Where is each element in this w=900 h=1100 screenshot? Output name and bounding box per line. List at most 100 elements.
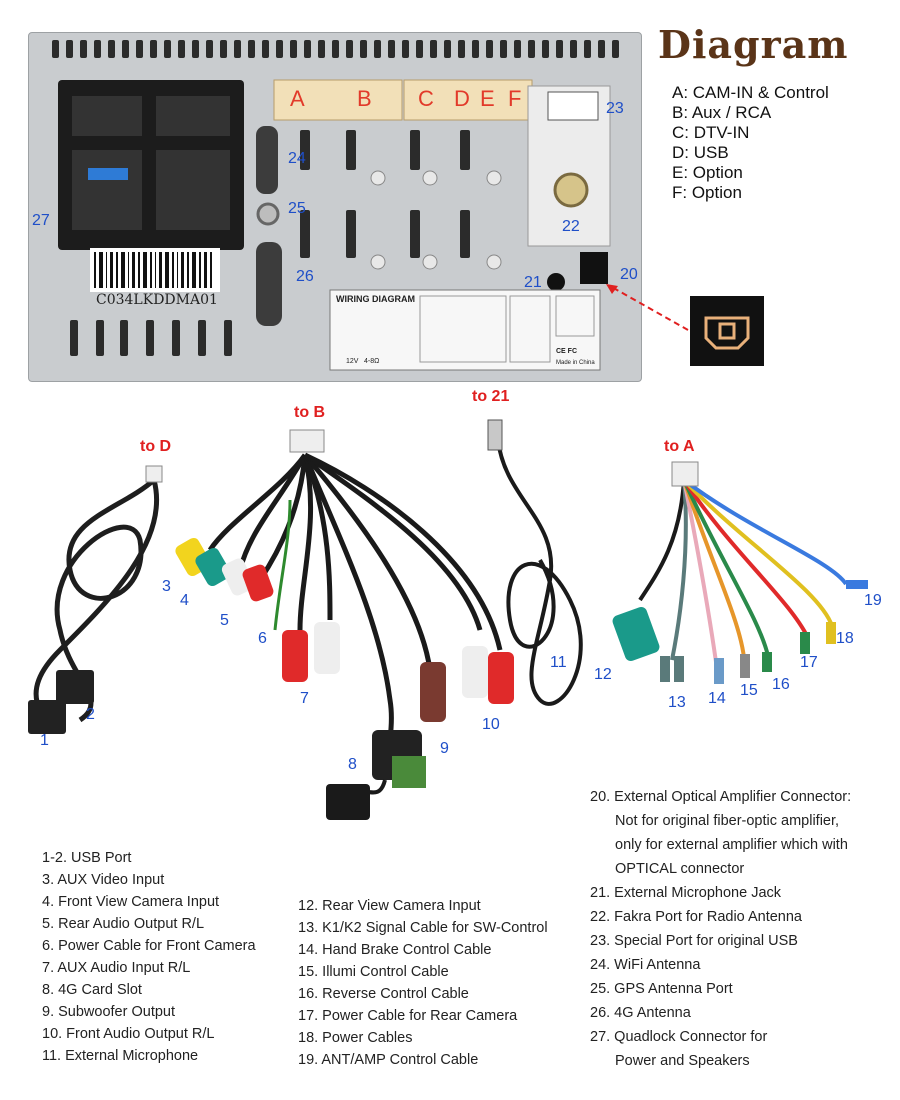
callout-1: 1 (40, 732, 49, 749)
desc-item: 10. Front Audio Output R/L (42, 1026, 215, 1042)
wiring-sticker (329, 289, 601, 371)
connector-c-f (403, 79, 533, 121)
connector-letter-e: E (480, 86, 495, 111)
made-in-label: Made in China (556, 360, 595, 366)
callout-11: 11 (550, 654, 567, 671)
desc-item: 6. Power Cable for Front Camera (42, 938, 256, 954)
connector-letter-a: A (290, 86, 305, 111)
optical-icon (690, 296, 764, 366)
desc-item: 18. Power Cables (298, 1030, 413, 1046)
callout-4: 4 (180, 592, 189, 609)
wiring-diagram-label: WIRING DIAGRAM (336, 294, 415, 304)
connector-letter-c: C (418, 86, 434, 111)
desc-item: only for external amplifier which with (615, 837, 848, 853)
connector-a-b (273, 79, 403, 121)
desc-item: 1-2. USB Port (42, 850, 132, 866)
label-to-b: to B (294, 404, 326, 421)
callout-9: 9 (440, 740, 449, 757)
legend-item-a: A: CAM-IN & Control (672, 83, 829, 102)
cables-drawing (28, 419, 868, 820)
desc-item: 11. External Microphone (42, 1048, 199, 1064)
desc-item: 20. External Optical Amplifier Connector… (590, 789, 852, 805)
head-unit-drawing (52, 40, 764, 371)
callout-10: 10 (482, 716, 500, 733)
callout-23: 23 (606, 100, 624, 117)
callout-8: 8 (348, 756, 357, 773)
desc-item: 3. AUX Video Input (42, 872, 165, 888)
callout-16: 16 (772, 676, 790, 693)
desc-item: 26. 4G Antenna (590, 1005, 691, 1021)
desc-item: 14. Hand Brake Control Cable (298, 942, 492, 958)
desc-item: 15. Illumi Control Cable (298, 964, 449, 980)
description-column-1: 1-2. USB Port 3. AUX Video Input 4. Fron… (42, 847, 256, 1067)
callout-3: 3 (162, 578, 171, 595)
label-to-21: to 21 (472, 388, 510, 405)
mic-jack (547, 273, 565, 291)
callout-26: 26 (296, 268, 314, 285)
usb-cable (33, 478, 160, 723)
desc-item: 5. Rear Audio Output R/L (42, 916, 205, 932)
desc-item: OPTICAL connector (615, 861, 745, 877)
diagram-title: Diagram (658, 22, 849, 67)
desc-item: 12. Rear View Camera Input (298, 898, 481, 914)
callout-5: 5 (220, 612, 229, 629)
callout-20: 20 (620, 266, 638, 283)
legend-item-f: F: Option (672, 183, 742, 202)
callout-6: 6 (258, 630, 267, 647)
legend-item-b: B: Aux / RCA (672, 103, 772, 122)
callout-12: 12 (594, 666, 612, 683)
desc-item: 19. ANT/AMP Control Cable (298, 1052, 479, 1068)
callout-15: 15 (740, 682, 758, 699)
callout-2: 2 (86, 706, 95, 723)
barcode-text: C034LKDDMA01 (96, 292, 218, 308)
legend-item-c: C: DTV-IN (672, 123, 750, 142)
desc-item: 4. Front View Camera Input (42, 894, 220, 910)
ce-fcc-mark: CE FC (556, 348, 577, 355)
callout-19: 19 (864, 592, 882, 609)
connector-to-a (671, 461, 699, 487)
desc-item: 27. Quadlock Connector for (590, 1029, 768, 1045)
desc-item: Power and Speakers (615, 1053, 750, 1069)
callout-22: 22 (562, 218, 580, 235)
desc-item: 8. 4G Card Slot (42, 982, 142, 998)
callout-17: 17 (800, 654, 818, 671)
label-to-d: to D (140, 438, 172, 455)
fakra-port (553, 172, 589, 208)
desc-item: 7. AUX Audio Input R/L (42, 960, 191, 976)
gps-antenna-port (256, 202, 280, 226)
callout-21: 21 (524, 274, 542, 291)
wifi-antenna (256, 126, 278, 194)
power-label-12v: 12V (346, 358, 359, 365)
desc-item: 9. Subwoofer Output (42, 1004, 175, 1020)
rca-harness (207, 452, 503, 781)
connector-letter-d: D (454, 86, 470, 111)
callout-13: 13 (668, 694, 686, 711)
desc-item: 22. Fakra Port for Radio Antenna (590, 909, 802, 925)
control-harness (638, 478, 848, 663)
desc-item: 13. K1/K2 Signal Cable for SW-Control (298, 920, 548, 936)
desc-item: 25. GPS Antenna Port (590, 981, 733, 997)
callout-18: 18 (836, 630, 854, 647)
connector-to-b (289, 429, 325, 453)
callout-24: 24 (288, 150, 306, 167)
fuse (88, 168, 128, 180)
desc-item: 23. Special Port for original USB (590, 933, 798, 949)
callout-14: 14 (708, 690, 726, 707)
microphone-cable (496, 439, 583, 706)
callout-25: 25 (288, 200, 306, 217)
label-to-a: to A (664, 438, 695, 455)
4g-antenna (256, 242, 282, 326)
desc-item: 24. WiFi Antenna (590, 957, 701, 973)
desc-item: Not for original fiber-optic amplifier, (615, 813, 840, 829)
desc-item: 16. Reverse Control Cable (298, 986, 469, 1002)
connector-letter-b: B (357, 86, 372, 111)
optical-port (580, 252, 608, 284)
description-column-3: 20. External Optical Amplifier Connector… (590, 785, 851, 1073)
desc-item: 17. Power Cable for Rear Camera (298, 1008, 518, 1024)
desc-item: 21. External Microphone Jack (590, 885, 782, 901)
description-column-2: 12. Rear View Camera Input 13. K1/K2 Sig… (298, 895, 548, 1071)
callout-7: 7 (300, 690, 309, 707)
power-label-ohm: 4-8Ω (364, 358, 380, 365)
legend-item-e: E: Option (672, 163, 743, 182)
callout-27: 27 (32, 212, 50, 229)
